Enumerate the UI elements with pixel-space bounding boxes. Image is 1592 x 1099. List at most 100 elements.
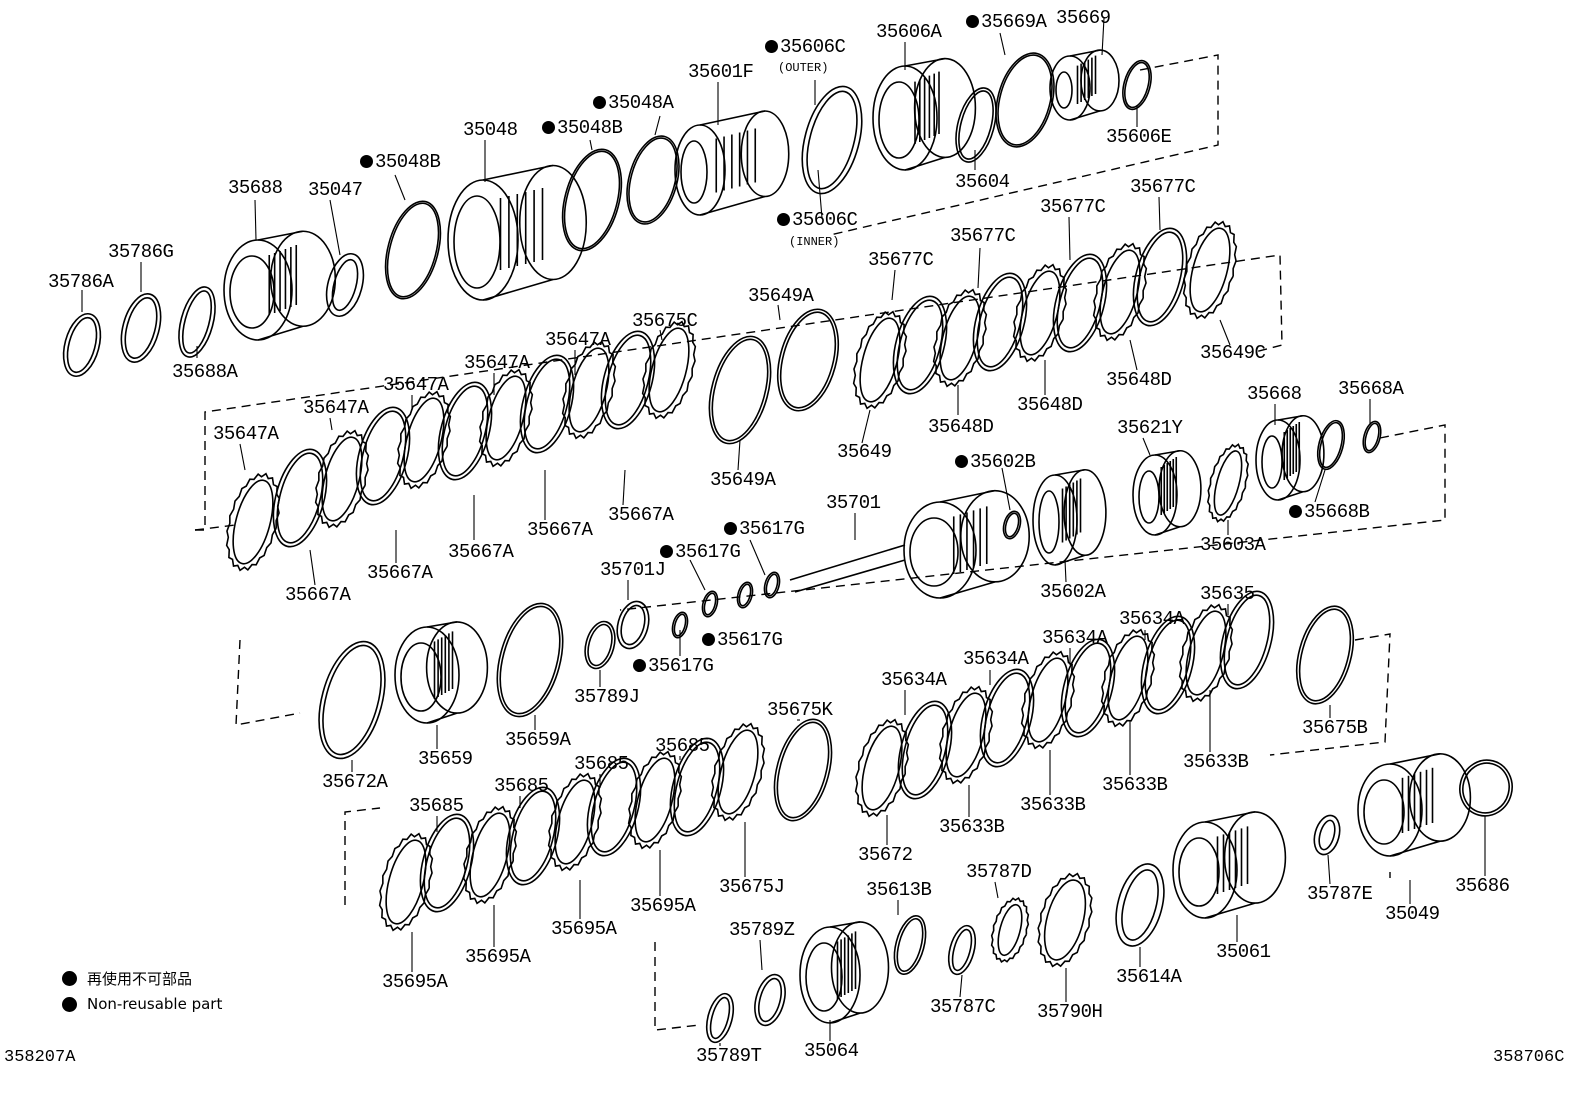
part-label: 35688A bbox=[172, 361, 238, 383]
leader-line bbox=[1101, 17, 1105, 56]
snap-ring bbox=[62, 312, 102, 378]
part-label: 35602B bbox=[955, 452, 1036, 472]
part-label: 35049 bbox=[1385, 903, 1440, 925]
part-label: 35667A bbox=[527, 519, 593, 541]
leader-line bbox=[861, 409, 871, 444]
part-label: 35675K bbox=[767, 699, 833, 721]
part-label: 35649 bbox=[837, 441, 892, 463]
part-label: 35617G bbox=[660, 542, 741, 562]
separator-plate bbox=[419, 813, 475, 913]
part-label: 35667A bbox=[608, 504, 674, 526]
non-reusable-bullet-icon bbox=[955, 455, 968, 468]
separator-plate bbox=[272, 448, 328, 548]
part-label: 35606C bbox=[765, 37, 846, 57]
part-label: 35787C bbox=[930, 996, 996, 1018]
friction-plate bbox=[641, 320, 697, 420]
separator-plate bbox=[897, 700, 953, 800]
part-label: 35606C bbox=[777, 210, 858, 230]
part-label: 35667A bbox=[448, 541, 514, 563]
snap-ring bbox=[1122, 59, 1152, 111]
part-label: 35634A bbox=[1042, 627, 1108, 649]
part-label: 35633B bbox=[1183, 751, 1249, 773]
separator-plate bbox=[1060, 638, 1116, 738]
part-label: 35677C bbox=[950, 225, 1016, 247]
part-label: 35617G bbox=[724, 519, 805, 539]
part-label: 35048 bbox=[463, 119, 518, 141]
leader-line bbox=[394, 174, 406, 201]
part-label: 35647A bbox=[213, 423, 279, 445]
leader-line bbox=[817, 169, 823, 219]
non-reusable-bullet-icon bbox=[777, 213, 790, 226]
separator-plate bbox=[600, 330, 656, 430]
thrust-washer bbox=[584, 620, 616, 670]
leader-line bbox=[1001, 467, 1011, 511]
thrust-bearing bbox=[616, 600, 650, 650]
thrust-washer bbox=[1313, 814, 1341, 856]
friction-plate bbox=[1100, 628, 1156, 728]
planetary-gear bbox=[799, 921, 890, 1024]
one-way-clutch bbox=[1132, 449, 1202, 536]
leader-line bbox=[777, 304, 781, 321]
non-reusable-bullet-icon bbox=[660, 545, 673, 558]
part-label: 35606A bbox=[876, 21, 942, 43]
part-label: 35672A bbox=[322, 771, 388, 793]
leader-line bbox=[622, 469, 626, 506]
part-label: 35685 bbox=[574, 753, 629, 775]
seal-ring bbox=[763, 571, 781, 599]
part-label: 35786G bbox=[108, 241, 174, 263]
separator-plate bbox=[979, 668, 1035, 768]
part-label: 35695A bbox=[630, 895, 696, 917]
thrust-bearing bbox=[754, 973, 786, 1027]
leader-line bbox=[737, 439, 741, 471]
friction-plate bbox=[710, 722, 766, 822]
leader-line bbox=[977, 247, 981, 289]
part-label: 35648D bbox=[928, 416, 994, 438]
part-label: 35647A bbox=[464, 352, 530, 374]
part-label: 35787D bbox=[966, 861, 1032, 883]
part-label: 35601F bbox=[688, 61, 754, 83]
part-label: 35695A bbox=[382, 971, 448, 993]
part-label: 35667A bbox=[367, 562, 433, 584]
thrust-washer bbox=[947, 924, 977, 976]
bearing bbox=[1206, 443, 1250, 523]
part-label: 35659A bbox=[505, 729, 571, 751]
spring-retainer bbox=[325, 252, 365, 318]
part-label: 35633B bbox=[1020, 794, 1086, 816]
figure-code-right: 358706C bbox=[1493, 1048, 1565, 1067]
part-label: 35649A bbox=[748, 285, 814, 307]
part-label: 35647A bbox=[545, 329, 611, 351]
leader-line bbox=[659, 329, 663, 341]
leader-line bbox=[891, 269, 896, 301]
separator-plate bbox=[505, 786, 561, 886]
part-label: 35675B bbox=[1302, 717, 1368, 739]
part-label: 35634A bbox=[963, 648, 1029, 670]
flange bbox=[1459, 759, 1513, 817]
leader-line bbox=[1158, 196, 1161, 231]
part-label: 35789J bbox=[574, 686, 640, 708]
leader-line bbox=[239, 443, 246, 471]
non-reusable-bullet-icon bbox=[765, 40, 778, 53]
part-label: 35649A bbox=[710, 469, 776, 491]
leader-line bbox=[994, 881, 999, 899]
piston bbox=[394, 621, 489, 724]
part-label: 35061 bbox=[1216, 941, 1271, 963]
o-ring bbox=[561, 148, 623, 252]
part-label: 35648D bbox=[1106, 369, 1172, 391]
friction-plate bbox=[627, 750, 683, 850]
non-reusable-bullet-icon bbox=[633, 659, 646, 672]
ring-gear bbox=[1037, 872, 1093, 968]
assembly-outline-lines bbox=[194, 54, 1446, 1031]
leader-line bbox=[1142, 437, 1151, 456]
leader-line bbox=[689, 559, 706, 591]
separator-plate bbox=[669, 737, 725, 837]
part-label: 35647A bbox=[303, 397, 369, 419]
friction-plate bbox=[1012, 263, 1068, 363]
part-label: 35617G bbox=[633, 656, 714, 676]
o-ring bbox=[384, 200, 442, 300]
friction-plate bbox=[478, 368, 534, 468]
seal-ring bbox=[1002, 510, 1022, 540]
part-label: 35669 bbox=[1056, 7, 1111, 29]
part-label: 35659 bbox=[418, 748, 473, 770]
non-reusable-bullet-icon bbox=[702, 633, 715, 646]
part-label: 35668B bbox=[1289, 502, 1370, 522]
